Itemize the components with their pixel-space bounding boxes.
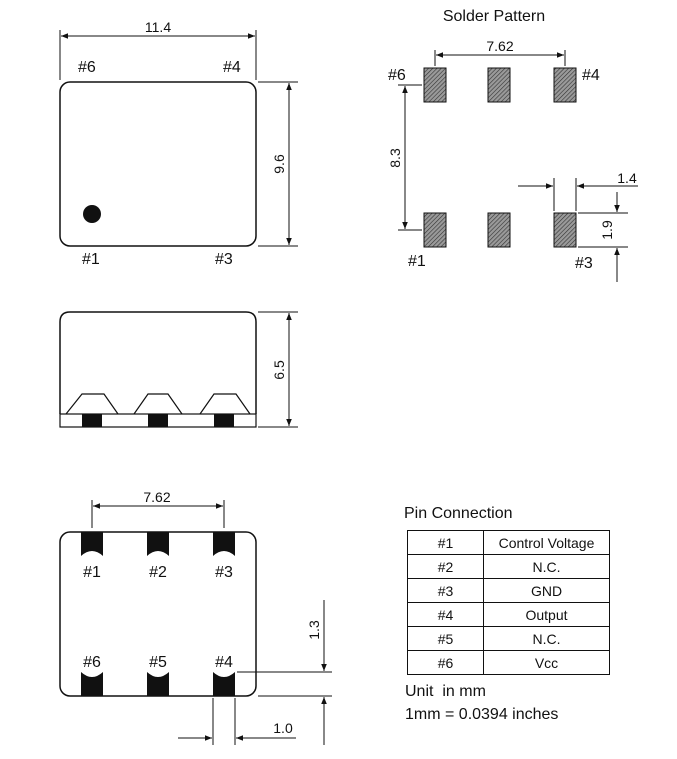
function-cell: Output [483, 602, 610, 627]
table-row: #2 N.C. [407, 554, 610, 579]
side-lead-3 [199, 393, 251, 415]
solder-pitch-dim-label: 7.62 [486, 38, 513, 54]
unit-label: Unit in mm [405, 683, 486, 700]
bottom-pad-2 [147, 532, 169, 556]
pin-cell: #4 [407, 602, 484, 627]
table-row: #3 GND [407, 578, 610, 603]
side-pad-2 [148, 414, 168, 427]
top-pin-label-6: #6 [78, 59, 96, 76]
bottom-pin-label-6: #6 [83, 654, 101, 671]
side-height-dim-label: 6.5 [271, 360, 287, 380]
top-view: 11.4 9.6 #6 #4 #1 #3 [59, 19, 298, 268]
bottom-pad-width-dim-label: 1.0 [273, 720, 293, 736]
table-row: #1 Control Voltage [407, 530, 610, 555]
solder-pad-5 [487, 67, 511, 103]
function-cell: GND [483, 578, 610, 603]
function-cell: Control Voltage [483, 530, 610, 555]
solder-pad-4 [553, 67, 577, 103]
bottom-pitch-dim-label: 7.62 [143, 489, 170, 505]
solder-pad-height-dim-label: 1.9 [599, 220, 615, 240]
side-pad-1 [82, 414, 102, 427]
pin-cell: #2 [407, 554, 484, 579]
solder-pin-label-3: #3 [575, 255, 593, 272]
table-row: #4 Output [407, 602, 610, 627]
solder-row-gap-dim-label: 8.3 [387, 148, 403, 168]
solder-pin-label-4: #4 [582, 67, 600, 84]
bottom-pad-5 [147, 672, 169, 696]
function-cell: N.C. [483, 626, 610, 651]
pin-cell: #1 [407, 530, 484, 555]
bottom-pad-3 [213, 532, 235, 556]
top-pin-label-1: #1 [82, 251, 100, 268]
bottom-pin-label-5: #5 [149, 654, 167, 671]
side-lead-1 [65, 393, 119, 415]
top-height-dim-label: 9.6 [271, 154, 287, 174]
side-lead-2 [133, 393, 183, 415]
top-pin-label-3: #3 [215, 251, 233, 268]
bottom-pin-label-3: #3 [215, 564, 233, 581]
function-cell: Vcc [483, 650, 610, 675]
bottom-view: 7.62 1.3 1.0 #1 #2 #3 #6 #5 #4 [59, 489, 332, 745]
top-pin-label-4: #4 [223, 59, 241, 76]
pin1-marker-dot [83, 205, 101, 223]
solder-pad-1 [423, 212, 447, 248]
bottom-pad-4 [213, 672, 235, 696]
side-pad-3 [214, 414, 234, 427]
solder-pad-2 [487, 212, 511, 248]
bottom-pin-label-2: #2 [149, 564, 167, 581]
function-cell: N.C. [483, 554, 610, 579]
solder-pad-width-dim-label: 1.4 [617, 170, 637, 186]
table-row: #5 N.C. [407, 626, 610, 651]
pin-cell: #3 [407, 578, 484, 603]
solder-pin-label-6: #6 [388, 67, 406, 84]
solder-pattern: Solder Pattern 7.62 8.3 1.4 1.9 #6 #4 [387, 8, 638, 282]
bottom-pad-1 [81, 532, 103, 556]
solder-pad-6 [423, 67, 447, 103]
bottom-pin-label-1: #1 [83, 564, 101, 581]
bottom-pin-label-4: #4 [215, 654, 233, 671]
pin-connection-table: #1 Control Voltage #2 N.C. #3 GND #4 Out… [407, 530, 610, 675]
bottom-view-body [59, 531, 257, 697]
top-width-dim-label: 11.4 [145, 19, 171, 35]
bottom-pad-height-dim-label: 1.3 [306, 620, 322, 640]
solder-pin-label-1: #1 [408, 253, 426, 270]
solder-pad-3 [553, 212, 577, 248]
table-row: #6 Vcc [407, 650, 610, 675]
top-view-body [59, 81, 257, 247]
unit-conversion-label: 1mm = 0.0394 inches [405, 706, 559, 723]
solder-pattern-title: Solder Pattern [443, 8, 545, 25]
pin-cell: #5 [407, 626, 484, 651]
side-view-body [59, 311, 257, 414]
pin-cell: #6 [407, 650, 484, 675]
pin-connection-title: Pin Connection [404, 505, 513, 522]
side-view: 6.5 [59, 311, 298, 428]
bottom-pad-6 [81, 672, 103, 696]
